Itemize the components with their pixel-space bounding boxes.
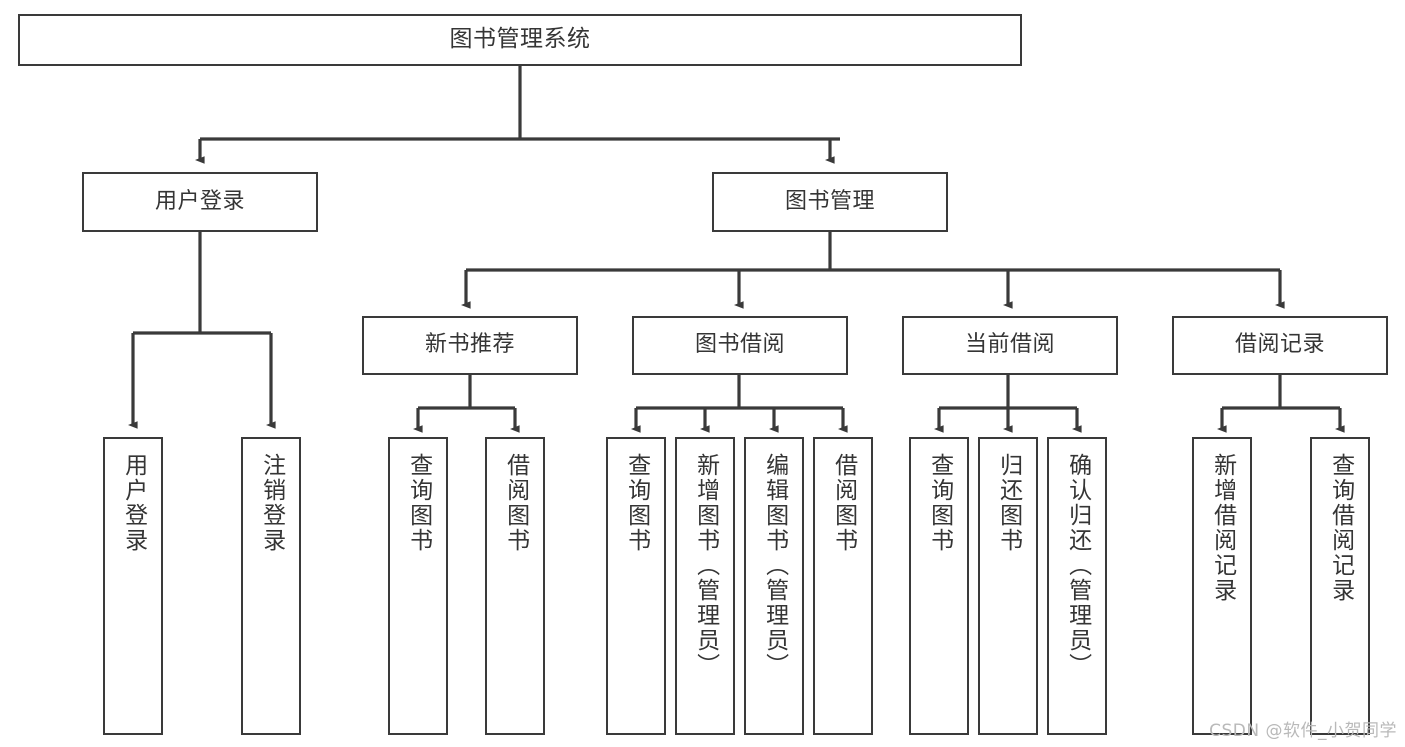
node-user-login-label: 用户登录 (154, 188, 245, 214)
node-leaf-query-book-borrowing-label: 查询图书 (623, 453, 650, 553)
node-leaf-user-login[interactable]: 用户登录 (103, 437, 163, 735)
node-book-management[interactable]: 图书管理 (712, 172, 948, 232)
node-leaf-return-book-label: 归还图书 (995, 453, 1022, 553)
node-new-book-recommendation[interactable]: 新书推荐 (362, 316, 578, 375)
node-borrowing-record[interactable]: 借阅记录 (1172, 316, 1388, 375)
node-leaf-add-book-admin-label: 新增图书（管理员） (692, 453, 719, 678)
node-leaf-borrow-book-borrowing[interactable]: 借阅图书 (813, 437, 873, 735)
node-leaf-user-login-label: 用户登录 (120, 453, 147, 553)
node-leaf-edit-book-admin-label: 编辑图书（管理员） (761, 453, 788, 678)
node-leaf-query-borrow-record[interactable]: 查询借阅记录 (1310, 437, 1370, 735)
node-root-system[interactable]: 图书管理系统 (18, 14, 1022, 66)
node-leaf-return-book[interactable]: 归还图书 (978, 437, 1038, 735)
node-leaf-borrow-book-newbook[interactable]: 借阅图书 (485, 437, 545, 735)
node-leaf-logout-label: 注销登录 (258, 453, 285, 553)
node-current-borrowing[interactable]: 当前借阅 (902, 316, 1118, 375)
node-leaf-query-book-current[interactable]: 查询图书 (909, 437, 969, 735)
csdn-watermark: CSDN @软件_小贺同学 (1209, 721, 1397, 741)
node-leaf-logout[interactable]: 注销登录 (241, 437, 301, 735)
node-new-book-recommendation-label: 新书推荐 (424, 332, 515, 358)
node-leaf-add-book-admin[interactable]: 新增图书（管理员） (675, 437, 735, 735)
node-leaf-borrow-book-newbook-label: 借阅图书 (502, 453, 529, 553)
node-leaf-query-book-newbook-label: 查询图书 (405, 453, 432, 553)
node-current-borrowing-label: 当前借阅 (964, 332, 1055, 358)
node-leaf-edit-book-admin[interactable]: 编辑图书（管理员） (744, 437, 804, 735)
node-leaf-confirm-return-admin-label: 确认归还（管理员） (1064, 453, 1091, 678)
node-book-borrowing[interactable]: 图书借阅 (632, 316, 848, 375)
node-borrowing-record-label: 借阅记录 (1234, 332, 1325, 358)
node-leaf-borrow-book-borrowing-label: 借阅图书 (830, 453, 857, 553)
node-user-login[interactable]: 用户登录 (82, 172, 318, 232)
node-leaf-query-book-newbook[interactable]: 查询图书 (388, 437, 448, 735)
node-leaf-query-book-current-label: 查询图书 (926, 453, 953, 553)
node-leaf-query-borrow-record-label: 查询借阅记录 (1327, 453, 1354, 603)
node-book-management-label: 图书管理 (784, 188, 875, 214)
node-leaf-add-borrow-record-label: 新增借阅记录 (1209, 453, 1236, 603)
node-leaf-add-borrow-record[interactable]: 新增借阅记录 (1192, 437, 1252, 735)
node-root-system-label: 图书管理系统 (449, 26, 591, 53)
node-leaf-confirm-return-admin[interactable]: 确认归还（管理员） (1047, 437, 1107, 735)
node-book-borrowing-label: 图书借阅 (694, 332, 785, 358)
node-leaf-query-book-borrowing[interactable]: 查询图书 (606, 437, 666, 735)
